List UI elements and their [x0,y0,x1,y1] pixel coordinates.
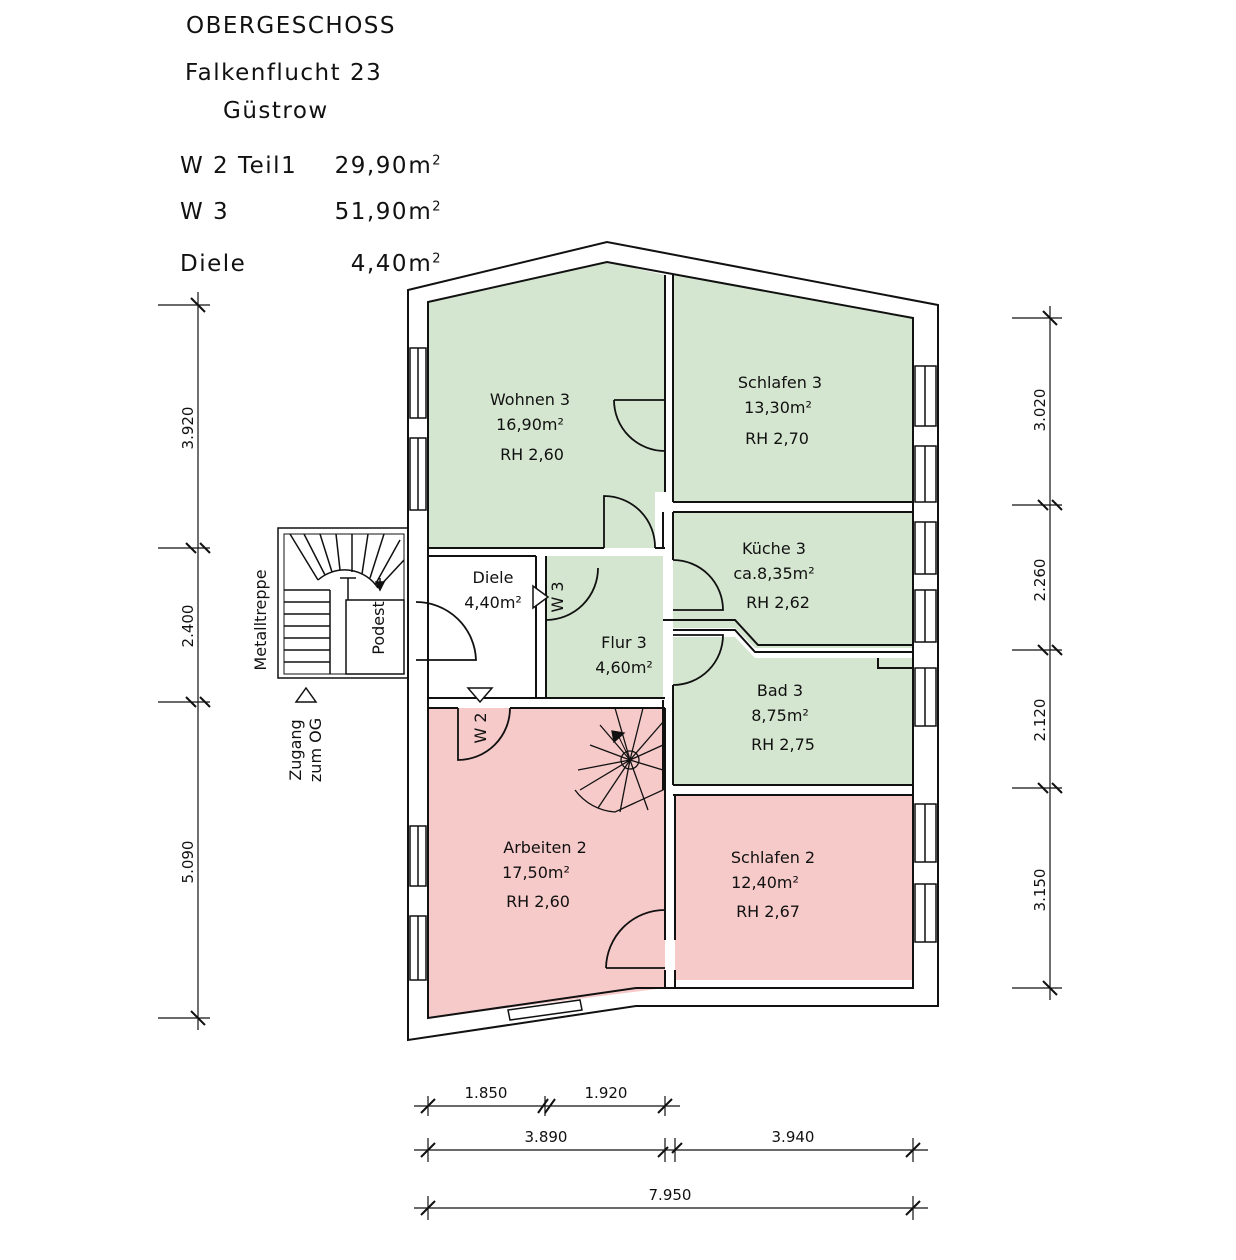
area-unit: m2 [408,199,442,225]
room-kueche3-area: ca.8,35m² [733,564,814,583]
room-flur3-name: Flur 3 [601,633,647,652]
room-schlafen2-name: Schlafen 2 [731,848,815,867]
room-bad3-height: RH 2,75 [751,735,815,754]
area-row-w3: W 3 51,90 m2 [180,199,442,229]
room-wohnen3-fill [428,262,665,548]
room-diele-area: 4,40m² [464,593,522,612]
room-schlafen2-area: 12,40m² [731,873,799,892]
dim-right-2: 2.260 [1031,559,1049,602]
room-fills [428,262,913,1018]
area-label: W 2 Teil1 [180,153,298,179]
external-stair [277,527,409,703]
door-diele-entrance [415,601,477,661]
metalltreppe-label: Metalltreppe [251,569,270,670]
dim-right-3: 2.120 [1031,699,1049,742]
area-value: 4,40 [350,251,408,277]
area-label: Diele [180,251,247,277]
room-wohnen3-name: Wohnen 3 [490,390,570,409]
dimension-bottom: 1.850 1.920 3.890 3.940 7.950 [414,1084,928,1220]
door-w3-entrance [545,567,599,621]
room-schlafen3-height: RH 2,70 [745,429,809,448]
area-row-diele: Diele 4,40 m2 [180,251,442,281]
area-unit: m2 [408,153,442,179]
room-arbeiten2-fill [428,708,665,1018]
doors [415,399,724,969]
room-bad3-fill [673,637,913,785]
area-unit: m2 [408,251,442,277]
door-flur-wohnen [603,495,656,549]
room-schlafen3-fill [673,275,913,502]
door-arbeiten-schlafen [605,909,666,969]
door-wohnen-schlafen [613,399,666,452]
room-schlafen2-height: RH 2,67 [736,902,800,921]
dim-bottom-1: 1.850 [465,1084,508,1102]
area-value: 29,90 [334,153,408,179]
room-arbeiten2-area: 17,50m² [502,863,570,882]
dim-bottom-4: 3.940 [772,1128,815,1146]
dim-right-1: 3.020 [1031,389,1049,432]
room-labels: Wohnen 3 16,90m² RH 2,60 Schlafen 3 13,3… [251,373,822,921]
room-flur3-fill [546,556,663,698]
dim-right-4: 3.150 [1031,869,1049,912]
room-diele-name: Diele [473,568,514,587]
dim-left-3: 5.090 [179,841,197,884]
area-row-w2: W 2 Teil1 29,90 m2 [180,153,442,183]
area-label: W 3 [180,199,230,225]
address-street: Falkenflucht 23 [185,60,383,86]
room-arbeiten2-height: RH 2,60 [506,892,570,911]
plan-title: OBERGESCHOSS [186,13,397,39]
entrance-label-w3: W 3 [548,581,567,612]
area-value: 51,90 [334,199,408,225]
room-wohnen3-area: 16,90m² [496,415,564,434]
entrance-marker-w2 [466,687,494,704]
zugang-label-line1: Zugang [286,719,305,780]
door-flur-bad [672,634,724,686]
entrance-marker-w3 [532,584,550,610]
dimension-right: 3.020 2.260 2.120 3.150 [1012,306,1063,1000]
address-city: Güstrow [223,98,329,124]
room-schlafen3-name: Schlafen 3 [738,373,822,392]
room-wohnen3-height: RH 2,60 [500,445,564,464]
inner-wall-outline [427,260,914,1020]
room-kueche3-height: RH 2,62 [746,593,810,612]
entrance-label-w2: W 2 [471,712,490,743]
door-flur-kueche [672,559,724,611]
podest-label: Podest [369,601,388,654]
spiral-stair [574,707,664,813]
room-kueche3-fill [673,512,913,648]
entrance-markers [466,584,550,704]
outer-wall [407,240,939,1042]
access-arrow [294,686,318,703]
dim-bottom-3: 3.890 [525,1128,568,1146]
zugang-label-line2: zum OG [306,718,325,782]
dim-bottom-2: 1.920 [585,1084,628,1102]
dimension-left: 3.920 2.400 5.090 [158,292,211,1030]
windows [409,347,937,1021]
dim-bottom-total: 7.950 [649,1186,692,1204]
door-w2-entrance [457,707,511,761]
room-kueche3-name: Küche 3 [742,539,806,558]
dim-left-2: 2.400 [179,605,197,648]
room-flur3-area: 4,60m² [595,658,653,677]
room-bad3-area: 8,75m² [751,706,809,725]
room-arbeiten2-name: Arbeiten 2 [503,838,587,857]
room-schlafen3-area: 13,30m² [744,398,812,417]
room-schlafen2-fill [675,795,913,980]
room-bad3-name: Bad 3 [757,681,803,700]
dim-left-1: 3.920 [179,407,197,450]
